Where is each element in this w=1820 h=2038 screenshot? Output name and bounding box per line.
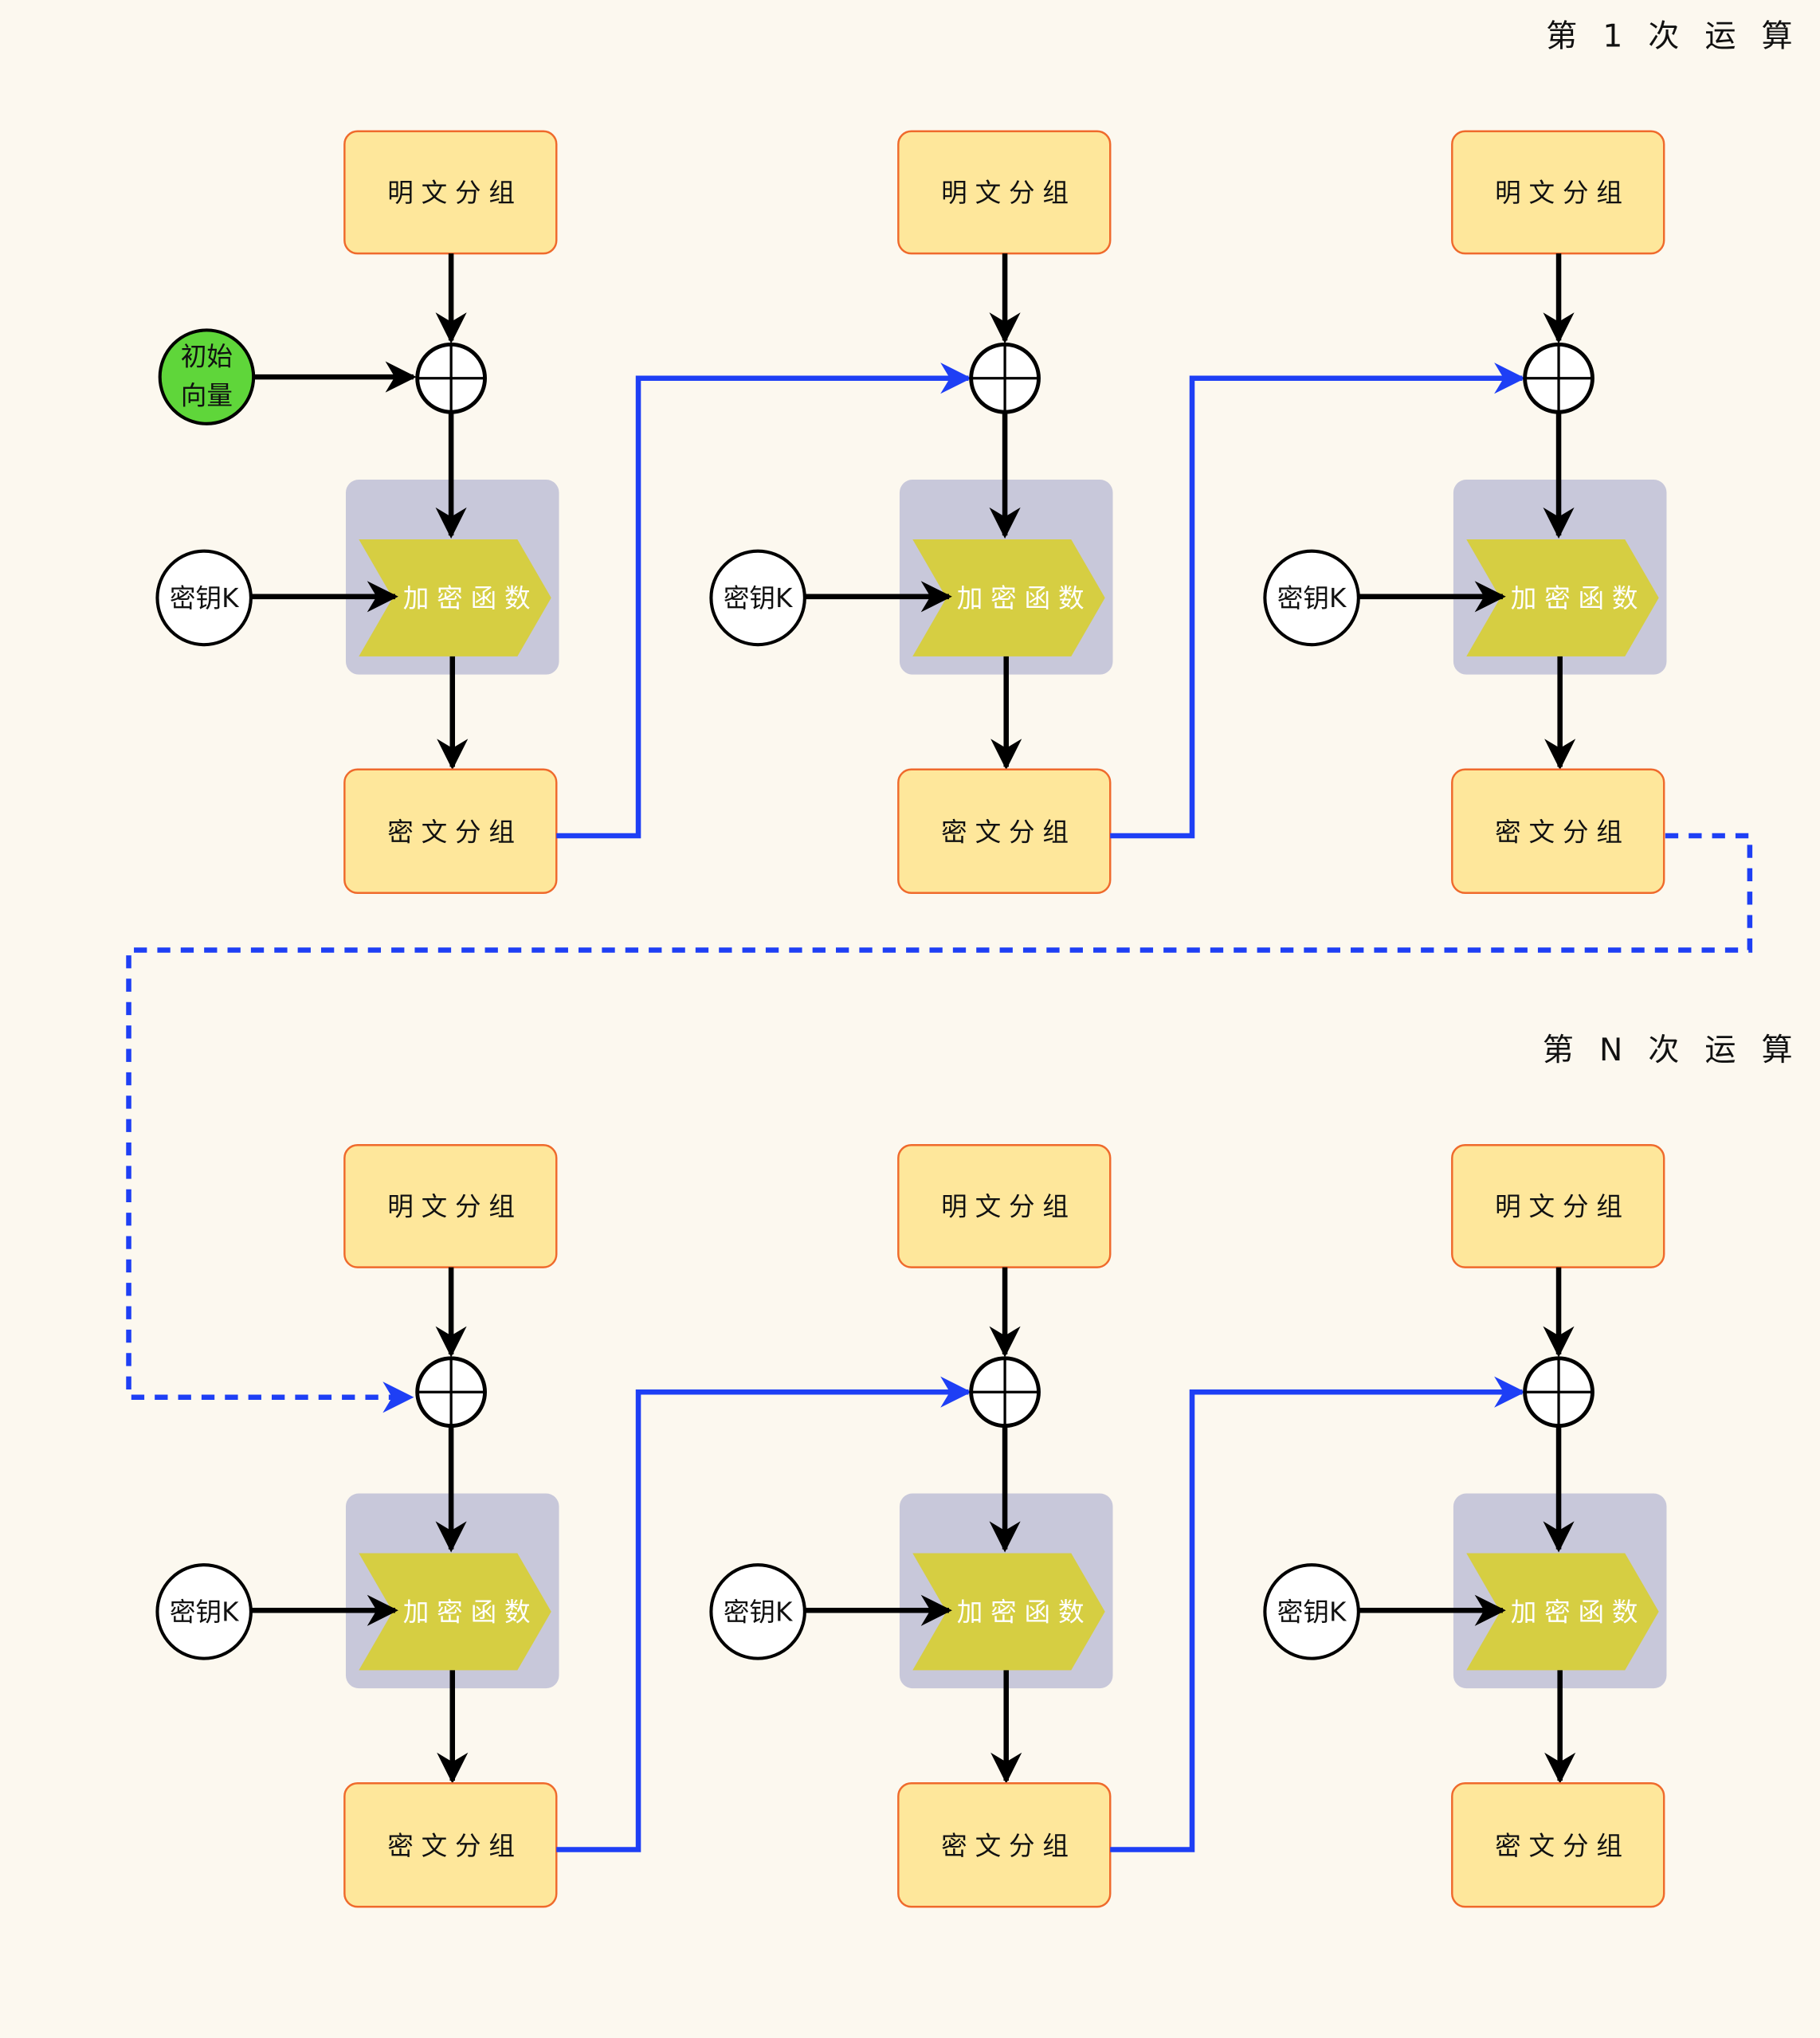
round-chain-dashed-arrow bbox=[126, 833, 1753, 1413]
ciphertext-label: 密文分组 bbox=[387, 817, 523, 848]
chain-arrow bbox=[556, 363, 972, 839]
function-label: 加密函数 bbox=[957, 1597, 1092, 1627]
plaintext-label: 明文分组 bbox=[1495, 178, 1630, 208]
plaintext-label: 明文分组 bbox=[387, 178, 523, 208]
function-label: 加密函数 bbox=[1511, 1597, 1646, 1627]
xor-icon bbox=[415, 342, 487, 414]
ciphertext-label: 密文分组 bbox=[1495, 817, 1630, 848]
ciphertext-block bbox=[1451, 768, 1665, 894]
chain-arrow bbox=[1110, 1376, 1526, 1852]
ciphertext-block bbox=[897, 768, 1112, 894]
chain-arrow bbox=[556, 1376, 972, 1852]
ciphertext-label: 密文分组 bbox=[941, 817, 1077, 848]
chevron-icon bbox=[1466, 539, 1659, 656]
chevron-icon bbox=[912, 539, 1105, 656]
xor-icon bbox=[415, 1356, 487, 1429]
plaintext-label: 明文分组 bbox=[1495, 1191, 1630, 1221]
ciphertext-block bbox=[897, 1782, 1112, 1908]
key-label: 密钥K bbox=[1277, 583, 1347, 613]
function-label: 加密函数 bbox=[403, 583, 539, 613]
round-2: 第 N 次 运 算明文分组加密函数密钥K密文分组明文分组加密函数密钥K密文分组明… bbox=[155, 1033, 1801, 1908]
ciphertext-block bbox=[1451, 1782, 1665, 1908]
chevron-icon bbox=[912, 1553, 1105, 1671]
chevron-icon bbox=[359, 1553, 551, 1671]
function-label: 加密函数 bbox=[403, 1597, 539, 1627]
xor-icon bbox=[1523, 342, 1594, 414]
round-1: 第 1 次 运 算明文分组加密函数密钥K密文分组明文分组加密函数密钥K密文分组明… bbox=[155, 19, 1800, 894]
chevron-icon bbox=[359, 539, 551, 656]
xor-icon bbox=[969, 1356, 1041, 1429]
plaintext-label: 明文分组 bbox=[941, 1191, 1077, 1221]
chain-arrow bbox=[1110, 363, 1526, 839]
plaintext-label: 明文分组 bbox=[387, 1191, 523, 1221]
function-label: 加密函数 bbox=[1511, 583, 1646, 613]
xor-icon bbox=[1523, 1356, 1594, 1429]
key-label: 密钥K bbox=[170, 1597, 240, 1627]
chevron-icon bbox=[1466, 1553, 1659, 1671]
round-title: 第 N 次 运 算 bbox=[1543, 1033, 1801, 1068]
ciphertext-block bbox=[343, 768, 558, 894]
xor-icon bbox=[969, 342, 1041, 414]
ciphertext-label: 密文分组 bbox=[387, 1831, 523, 1861]
function-label: 加密函数 bbox=[957, 583, 1092, 613]
key-label: 密钥K bbox=[724, 1597, 794, 1627]
plaintext-label: 明文分组 bbox=[941, 178, 1077, 208]
iv-label-1: 初始 bbox=[181, 341, 233, 371]
key-label: 密钥K bbox=[170, 583, 240, 613]
ciphertext-label: 密文分组 bbox=[1495, 1831, 1630, 1861]
ciphertext-label: 密文分组 bbox=[941, 1831, 1077, 1861]
key-label: 密钥K bbox=[724, 583, 794, 613]
key-label: 密钥K bbox=[1277, 1597, 1347, 1627]
round-title: 第 1 次 运 算 bbox=[1546, 19, 1800, 55]
ciphertext-block bbox=[343, 1782, 558, 1908]
iv-label-2: 向量 bbox=[181, 380, 233, 410]
